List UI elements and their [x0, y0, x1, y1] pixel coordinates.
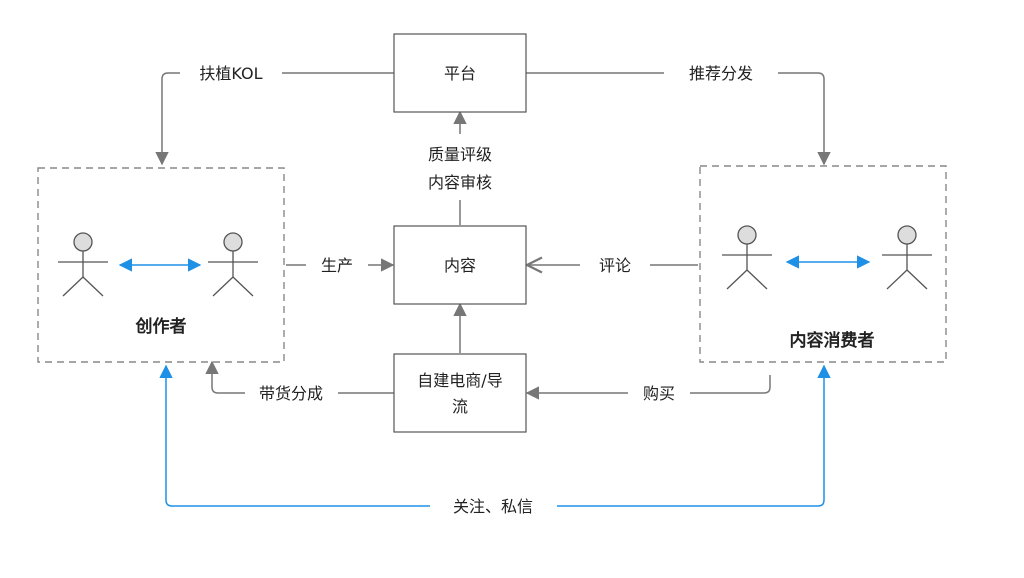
- produce-label: 生产: [321, 256, 353, 275]
- purchase-arrow: [527, 375, 771, 393]
- ecommerce-label-line2: 流: [452, 397, 468, 416]
- creators-group: 创作者: [37, 167, 285, 363]
- consumer-actor-right-icon: [882, 225, 932, 290]
- ecommerce-label-line1: 自建电商/导: [417, 371, 502, 390]
- support-kol-label: 扶植KOL: [199, 64, 262, 83]
- creator-actor-left-icon: [58, 232, 108, 297]
- consumers-label: 内容消费者: [790, 330, 875, 351]
- follow-dm-arrow: [166, 366, 824, 507]
- platform-node: 平台: [393, 33, 527, 113]
- support-kol-arrow: [162, 72, 394, 164]
- revenue-share-label: 带货分成: [259, 384, 323, 403]
- review-label-line1: 质量评级: [428, 145, 492, 164]
- recommend-arrow: [526, 72, 824, 164]
- recommend-label: 推荐分发: [689, 64, 753, 83]
- content-label: 内容: [444, 256, 476, 275]
- ecommerce-node: 自建电商/导 流: [393, 353, 527, 433]
- follow-dm-label: 关注、私信: [453, 497, 533, 516]
- creator-actor-right-icon: [208, 232, 258, 297]
- creators-label: 创作者: [135, 316, 187, 337]
- comment-label: 评论: [599, 256, 631, 275]
- platform-label: 平台: [444, 64, 476, 83]
- consumers-group: 内容消费者: [699, 165, 947, 363]
- review-label-line2: 内容审核: [428, 173, 492, 192]
- content-node: 内容: [393, 225, 527, 305]
- revenue-share-arrow: [212, 362, 394, 394]
- purchase-label: 购买: [643, 384, 675, 403]
- consumer-actor-left-icon: [722, 225, 772, 290]
